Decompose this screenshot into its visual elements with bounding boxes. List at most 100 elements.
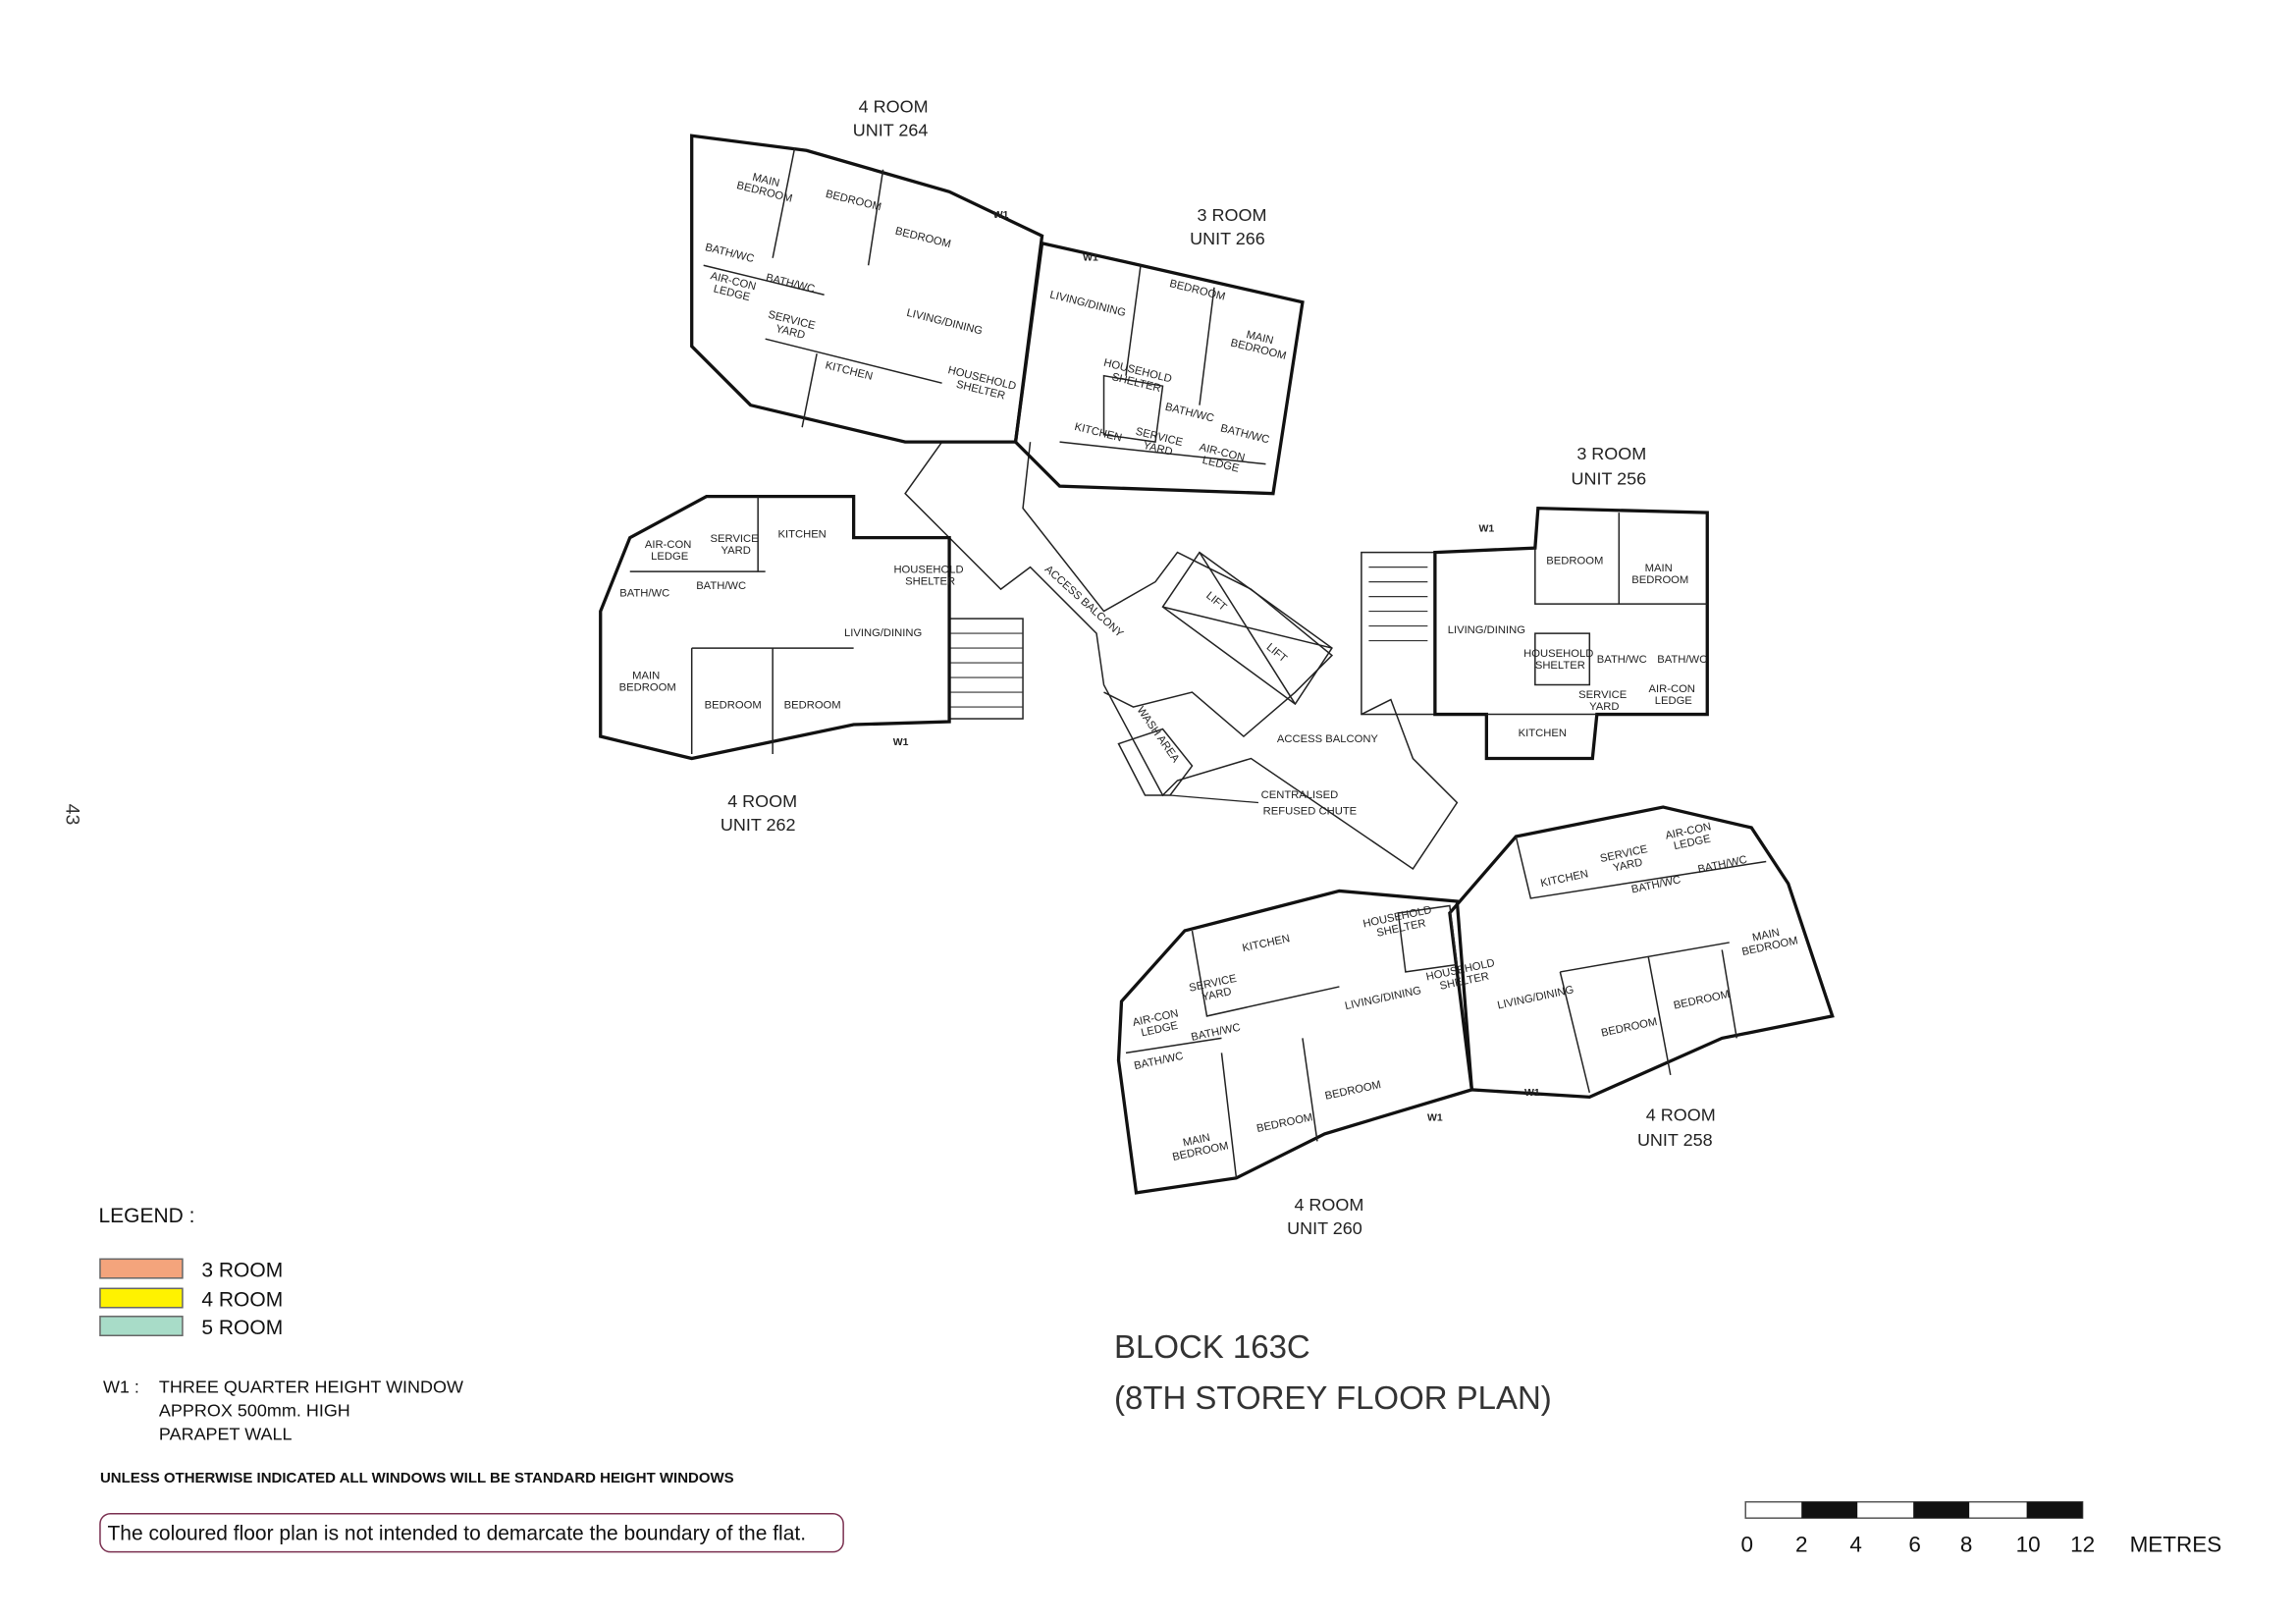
w1-description: THREE QUARTER HEIGHT WINDOW bbox=[159, 1377, 463, 1397]
room-label: HOUSEHOLD SHELTER bbox=[1099, 357, 1176, 398]
room-label: AIR-CON LEDGE bbox=[1195, 442, 1249, 477]
room-label: SERVICE YARD bbox=[1132, 426, 1188, 461]
room-label: BATH/WC bbox=[1133, 1051, 1184, 1072]
room-label: BEDROOM bbox=[784, 700, 841, 712]
room-label: KITCHEN bbox=[1519, 728, 1567, 739]
room-label: BEDROOM bbox=[1600, 1016, 1658, 1040]
room-label: LIVING/DINING bbox=[1448, 624, 1525, 636]
room-label: KITCHEN bbox=[1073, 421, 1123, 445]
floor-plan-subtitle: (8TH STOREY FLOOR PLAN) bbox=[1114, 1379, 1552, 1416]
legend: LEGEND : 3 ROOM 4 ROOM 5 ROOM W1 : THREE… bbox=[98, 1205, 844, 1553]
legend-swatch-5-room bbox=[99, 1316, 184, 1337]
unit-260: KITCHEN SERVICE YARD AIR-CON LEDGE BATH/… bbox=[1116, 889, 1474, 1238]
room-label: MAIN BEDROOM bbox=[619, 671, 676, 694]
scale-tick: 6 bbox=[1908, 1533, 1921, 1557]
window-note: UNLESS OTHERWISE INDICATED ALL WINDOWS W… bbox=[100, 1470, 734, 1486]
room-label: AIR-CON LEDGE bbox=[1132, 1007, 1185, 1041]
room-label: KITCHEN bbox=[824, 359, 874, 383]
unit-type: 4 ROOM bbox=[859, 96, 929, 116]
room-label: SERVICE YARD bbox=[1578, 689, 1629, 713]
room-label: AIR-CON LEDGE bbox=[1664, 820, 1717, 853]
room-label: LIVING/DINING bbox=[1048, 289, 1127, 319]
room-label: SERVICE YARD bbox=[1188, 972, 1243, 1005]
unit-number: UNIT 266 bbox=[1190, 229, 1265, 248]
room-label: SERVICE YARD bbox=[711, 533, 762, 557]
block-title: BLOCK 163C bbox=[1114, 1328, 1310, 1365]
room-label: LIVING/DINING bbox=[844, 627, 922, 639]
scale-tick: 10 bbox=[2016, 1533, 2041, 1557]
room-label: BATH/WC bbox=[696, 580, 746, 592]
wash-area bbox=[1117, 728, 1194, 796]
room-label: SERVICE YARD bbox=[764, 309, 820, 345]
access-balcony-label: ACCESS BALCONY bbox=[1277, 733, 1379, 745]
w1-tag: W1 bbox=[1524, 1088, 1540, 1099]
room-label: KITCHEN bbox=[777, 529, 826, 541]
room-label: BATH/WC bbox=[704, 242, 755, 265]
legend-label: 3 ROOM bbox=[201, 1259, 283, 1281]
w1-description: PARAPET WALL bbox=[159, 1425, 293, 1444]
disclaimer-text: The coloured floor plan is not intended … bbox=[107, 1523, 806, 1545]
disclaimer-box bbox=[99, 1512, 844, 1553]
room-label: BATH/WC bbox=[1597, 654, 1647, 666]
room-label: MAIN BEDROOM bbox=[1229, 326, 1290, 362]
legend-swatch-3-room bbox=[99, 1258, 184, 1279]
room-label: BATH/WC bbox=[1190, 1022, 1241, 1044]
unit-type: 4 ROOM bbox=[1646, 1105, 1716, 1124]
room-label: SERVICE YARD bbox=[1599, 842, 1654, 876]
room-label: HOUSEHOLD SHELTER bbox=[893, 565, 966, 588]
room-label: BEDROOM bbox=[894, 226, 952, 251]
room-label: BATH/WC bbox=[1219, 422, 1270, 446]
unit-type: 3 ROOM bbox=[1576, 444, 1646, 463]
room-label: BATH/WC bbox=[619, 588, 669, 600]
w1-tag: W1 bbox=[1083, 253, 1098, 264]
room-label: HOUSEHOLD SHELTER bbox=[943, 364, 1020, 405]
room-label: KITCHEN bbox=[1539, 868, 1589, 890]
access-balcony-label: ACCESS BALCONY bbox=[1042, 564, 1126, 640]
room-label: MAIN BEDROOM bbox=[1738, 924, 1799, 959]
room-label: BATH/WC bbox=[1630, 874, 1682, 895]
room-label: AIR-CON LEDGE bbox=[1648, 683, 1698, 707]
unit-number: UNIT 258 bbox=[1637, 1130, 1713, 1150]
room-label: MAIN BEDROOM bbox=[1169, 1128, 1230, 1163]
unit-number: UNIT 260 bbox=[1287, 1218, 1362, 1238]
page-number: 43 bbox=[61, 804, 82, 826]
unit-264: MAIN BEDROOM BEDROOM BEDROOM LIVING/DINI… bbox=[690, 96, 1044, 444]
legend-title: LEGEND : bbox=[98, 1205, 194, 1227]
room-label: AIR-CON LEDGE bbox=[645, 539, 695, 563]
w1-description: APPROX 500mm. HIGH bbox=[159, 1401, 350, 1421]
scale-tick: 12 bbox=[2070, 1533, 2095, 1557]
legend-swatch-4-room bbox=[99, 1287, 184, 1309]
w1-tag: W1 bbox=[1478, 524, 1494, 535]
refuse-chute-label: REFUSED CHUTE bbox=[1263, 805, 1358, 817]
common-area: ACCESS BALCONY ACCESS BALCONY WASH AREA … bbox=[904, 441, 1459, 871]
room-label: MAIN BEDROOM bbox=[1631, 563, 1688, 586]
unit-type: 4 ROOM bbox=[727, 791, 797, 811]
unit-258: KITCHEN SERVICE YARD AIR-CON LEDGE BATH/… bbox=[1425, 805, 1835, 1150]
room-label: BATH/WC bbox=[765, 272, 816, 296]
w1-tag: W1 bbox=[893, 737, 909, 748]
scale-tick: 8 bbox=[1960, 1533, 1973, 1557]
room-label: BEDROOM bbox=[1673, 989, 1731, 1012]
unit-262: KITCHEN SERVICE YARD AIR-CON LEDGE BATH/… bbox=[599, 494, 967, 835]
room-label: BEDROOM bbox=[1546, 556, 1603, 567]
scale-unit: METRES bbox=[2130, 1533, 2222, 1557]
room-label: BATH/WC bbox=[1164, 402, 1215, 425]
w1-key: W1 : bbox=[103, 1377, 139, 1397]
room-label: KITCHEN bbox=[1241, 933, 1291, 954]
room-label: HOUSEHOLD SHELTER bbox=[1362, 903, 1438, 942]
refuse-chute-label: CENTRALISED bbox=[1261, 789, 1339, 801]
unit-266: LIVING/DINING BEDROOM MAIN BEDROOM HOUSE… bbox=[1013, 205, 1305, 496]
scale-bar: 0 2 4 6 8 10 12 METRES bbox=[1740, 1500, 2222, 1557]
room-label: BEDROOM bbox=[825, 189, 882, 214]
room-label: AIR-CON LEDGE bbox=[706, 270, 760, 305]
room-label: BEDROOM bbox=[1324, 1079, 1382, 1103]
unit-256: BEDROOM MAIN BEDROOM LIVING/DINING HOUSE… bbox=[1433, 444, 1709, 761]
legend-label: 5 ROOM bbox=[201, 1317, 283, 1339]
scale-tick: 4 bbox=[1849, 1533, 1862, 1557]
room-label: BATH/WC bbox=[1697, 854, 1748, 876]
room-label: LIVING/DINING bbox=[1344, 985, 1422, 1012]
legend-label: 4 ROOM bbox=[201, 1288, 283, 1311]
unit-type: 3 ROOM bbox=[1197, 205, 1266, 225]
room-label: BEDROOM bbox=[705, 700, 762, 712]
